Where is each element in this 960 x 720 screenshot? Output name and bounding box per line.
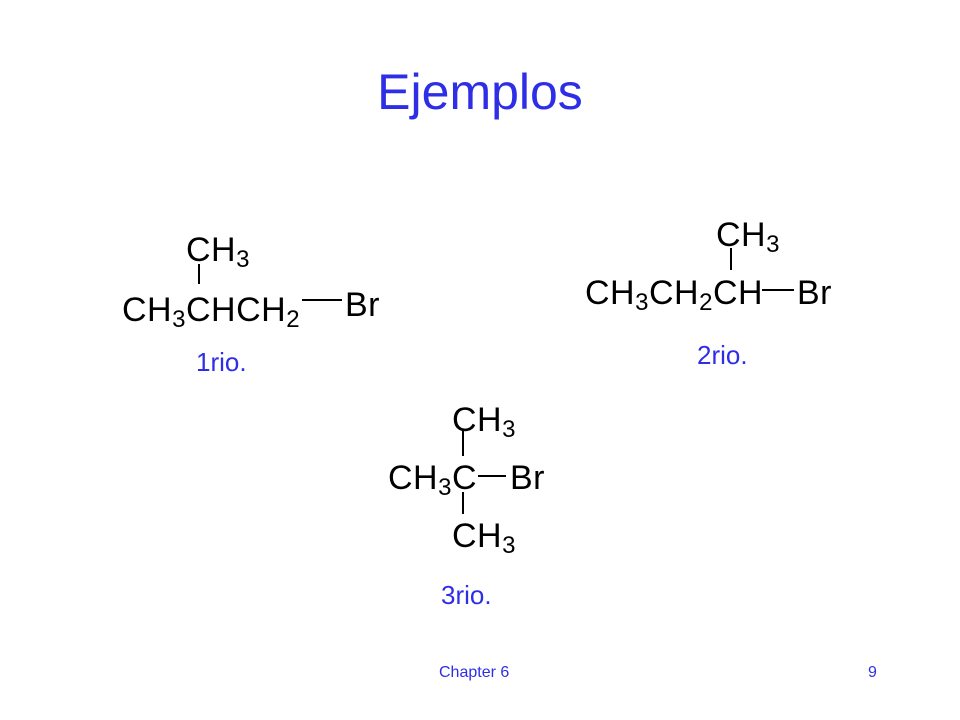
footer-chapter: Chapter 6 [439,664,510,681]
bond-horizontal [478,475,506,477]
slide-title: Ejemplos [377,64,583,120]
bromine-substituent: Br [797,274,832,312]
main-chain: CH3C [388,459,478,501]
bond-vertical-bottom [462,492,464,514]
main-chain: CH3CH2CH [585,274,764,316]
main-chain: CH3CHCH2 [122,291,301,333]
bond-vertical [730,248,732,270]
methyl-group-top: CH3 [452,401,516,443]
bromine-substituent: Br [510,459,545,497]
bromine-substituent: Br [345,286,380,324]
bond-horizontal [762,289,794,291]
bond-vertical-top [462,430,464,456]
methyl-group-top: CH3 [716,216,780,258]
footer-page-number: 9 [868,664,877,681]
bond-horizontal [302,299,342,301]
label-primary: 1rio. [196,347,247,377]
methyl-group-bottom: CH3 [452,517,516,559]
bond-vertical [198,264,200,284]
methyl-group-top: CH3 [186,231,250,273]
label-tertiary: 3rio. [441,580,492,610]
label-secondary: 2rio. [697,340,748,370]
